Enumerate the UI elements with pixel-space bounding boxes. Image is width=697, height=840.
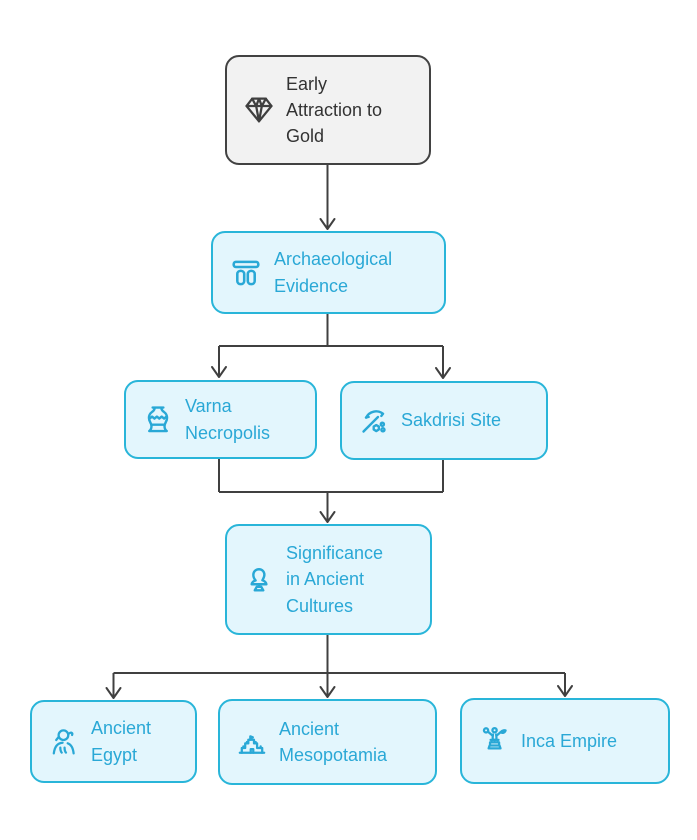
node-label: Varna Necropolis	[185, 396, 271, 443]
sphinx-icon	[52, 728, 75, 754]
ruins-icon	[232, 260, 260, 285]
node-sakdrisi-site[interactable]: Sakdrisi Site	[340, 381, 548, 460]
node-ancient-egypt[interactable]: Ancient Egypt	[30, 700, 197, 783]
node-label: Early Attraction to Gold	[286, 73, 383, 147]
node-label: Inca Empire	[521, 730, 618, 751]
node-archaeological-evidence[interactable]: Archaeological Evidence	[211, 231, 446, 314]
node-varna-necropolis[interactable]: Varna Necropolis	[124, 380, 317, 459]
vase-icon	[147, 405, 169, 432]
pickaxe-icon	[362, 409, 386, 433]
ziggurat-icon	[238, 735, 266, 754]
node-label: Ancient Mesopotamia	[279, 718, 388, 765]
node-label: Archaeological Evidence	[274, 249, 393, 296]
node-label: Significance in Ancient Cultures	[286, 543, 384, 616]
node-ancient-mesopotamia[interactable]: Ancient Mesopotamia	[218, 699, 437, 785]
bust-icon	[250, 567, 268, 592]
statue-icon	[482, 726, 507, 750]
node-significance-in-ancient-cultures[interactable]: Significance in Ancient Cultures	[225, 524, 432, 635]
node-inca-empire[interactable]: Inca Empire	[460, 698, 670, 784]
node-label: Sakdrisi Site	[401, 410, 502, 431]
gem-icon	[245, 97, 273, 123]
node-label: Ancient Egypt	[91, 718, 152, 765]
node-early-attraction-to-gold[interactable]: Early Attraction to Gold	[225, 55, 431, 165]
